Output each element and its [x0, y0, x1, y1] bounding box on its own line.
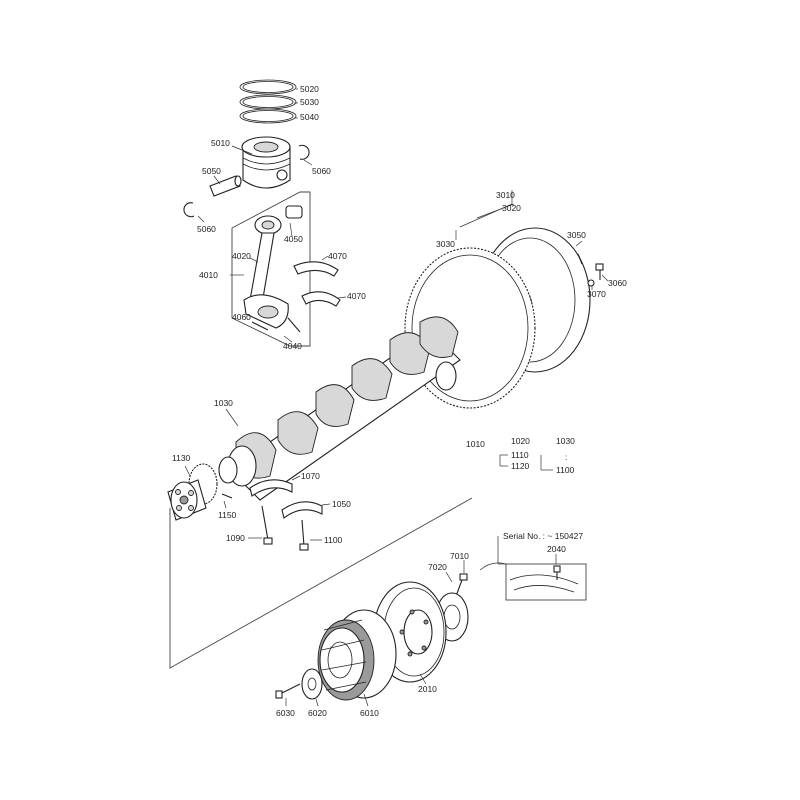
- label-1030-crankshaft[interactable]: 1030: [214, 398, 233, 408]
- label-1150[interactable]: 1150: [218, 510, 237, 520]
- label-7010[interactable]: 7010: [450, 551, 469, 561]
- label-1030-table[interactable]: 1030: [556, 436, 575, 446]
- label-6010[interactable]: 6010: [360, 708, 379, 718]
- label-4020[interactable]: 4020: [232, 251, 251, 261]
- label-4060[interactable]: 4060: [232, 312, 251, 322]
- label-3060[interactable]: 3060: [608, 278, 627, 288]
- label-4070-top[interactable]: 4070: [328, 251, 347, 261]
- gear-icon: [167, 463, 218, 521]
- label-4010[interactable]: 4010: [199, 270, 218, 280]
- serial-inset: [505, 563, 587, 601]
- label-1130[interactable]: 1130: [172, 453, 191, 463]
- label-3010[interactable]: 3010: [496, 190, 515, 200]
- label-4070-bottom[interactable]: 4070: [347, 291, 366, 301]
- label-1050[interactable]: 1050: [332, 499, 351, 509]
- label-5010[interactable]: 5010: [211, 138, 230, 148]
- label-3070[interactable]: 3070: [587, 289, 606, 299]
- bolt-icon: [275, 683, 301, 699]
- label-5060-left[interactable]: 5060: [197, 224, 216, 234]
- bolt-icon: [261, 505, 309, 551]
- snap-ring-icon: [183, 144, 310, 218]
- label-1100-table[interactable]: 1100: [556, 465, 575, 475]
- label-1070[interactable]: 1070: [301, 471, 320, 481]
- damper-icon: [317, 609, 397, 701]
- label-7020[interactable]: 7020: [428, 562, 447, 572]
- bolt-icon: [577, 253, 604, 287]
- serial-number-note: Serial No. : ~ 150427: [503, 531, 583, 541]
- label-3050[interactable]: 3050: [567, 230, 586, 240]
- washer-icon: [301, 668, 323, 700]
- piston-pin-icon: [209, 175, 242, 197]
- label-1090[interactable]: 1090: [226, 533, 245, 543]
- label-1120[interactable]: 1120: [511, 461, 530, 471]
- bearing-shell-icon: [249, 479, 323, 519]
- label-4050[interactable]: 4050: [284, 234, 303, 244]
- label-3030[interactable]: 3030: [436, 239, 455, 249]
- label-1110[interactable]: 1110: [511, 450, 529, 460]
- svg-text::: :: [565, 452, 567, 462]
- piston-icon: [241, 136, 291, 189]
- piston-ring-icon: [239, 79, 297, 124]
- bearing-shell-icon: [293, 261, 341, 307]
- label-5050[interactable]: 5050: [202, 166, 221, 176]
- label-1100-bolt[interactable]: 1100: [324, 535, 343, 545]
- label-5020[interactable]: 5020: [300, 84, 319, 94]
- bolt-icon: [455, 573, 468, 597]
- label-3020[interactable]: 3020: [502, 203, 521, 213]
- label-2040[interactable]: 2040: [547, 544, 566, 554]
- label-5040[interactable]: 5040: [300, 112, 319, 122]
- label-2010[interactable]: 2010: [418, 684, 437, 694]
- label-1020[interactable]: 1020: [511, 436, 530, 446]
- label-5030[interactable]: 5030: [300, 97, 319, 107]
- connecting-rod-icon: [243, 205, 303, 329]
- label-1010[interactable]: 1010: [466, 439, 485, 449]
- label-6020[interactable]: 6020: [308, 708, 327, 718]
- label-6030[interactable]: 6030: [276, 708, 295, 718]
- label-4040[interactable]: 4040: [283, 341, 302, 351]
- label-5060-right[interactable]: 5060: [312, 166, 331, 176]
- bolt-icon: [251, 317, 301, 333]
- crankshaft-icon: [218, 316, 461, 501]
